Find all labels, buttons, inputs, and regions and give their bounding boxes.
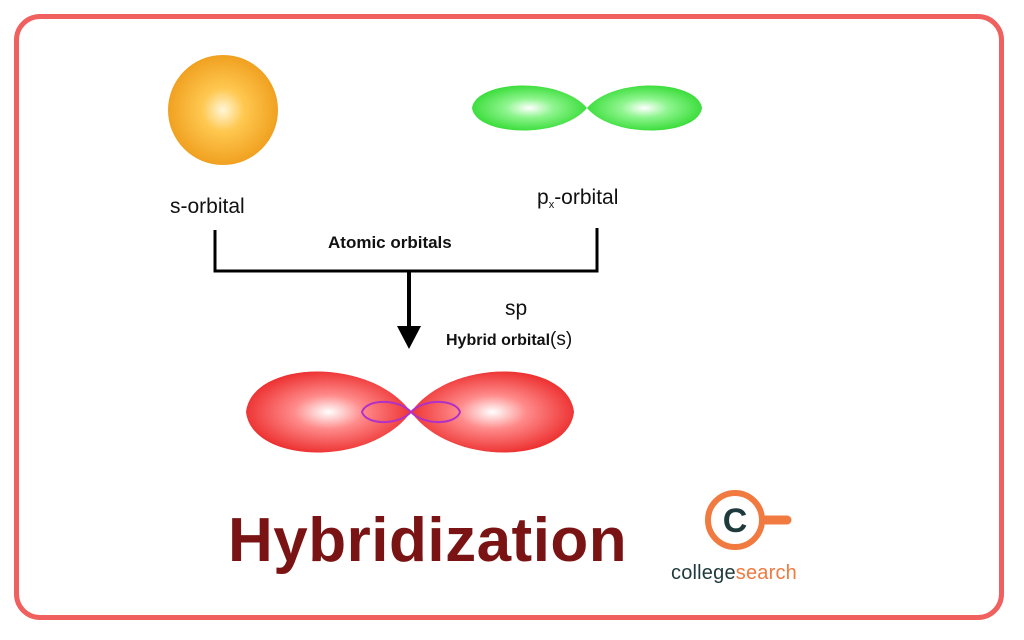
connector-bracket [213,228,599,273]
atomic-orbitals-label: Atomic orbitals [328,233,452,252]
p-orbital-shape [472,85,702,131]
s-orbital-shape [168,55,278,165]
px-orbital-label: px-orbital [537,186,619,211]
down-arrow-head [397,326,421,349]
collegesearch-logo-text: collegesearch [671,562,798,584]
sp-hybrid-orbital-shape [246,371,574,453]
collegesearch-logo-icon: C [705,490,792,550]
sp-label: sp [505,297,528,320]
logo-letter: C [723,502,748,540]
page-title: Hybridization [228,506,628,575]
s-orbital-label: s-orbital [170,195,245,218]
hybrid-orbital-label: Hybrid orbital(s) [446,329,573,350]
